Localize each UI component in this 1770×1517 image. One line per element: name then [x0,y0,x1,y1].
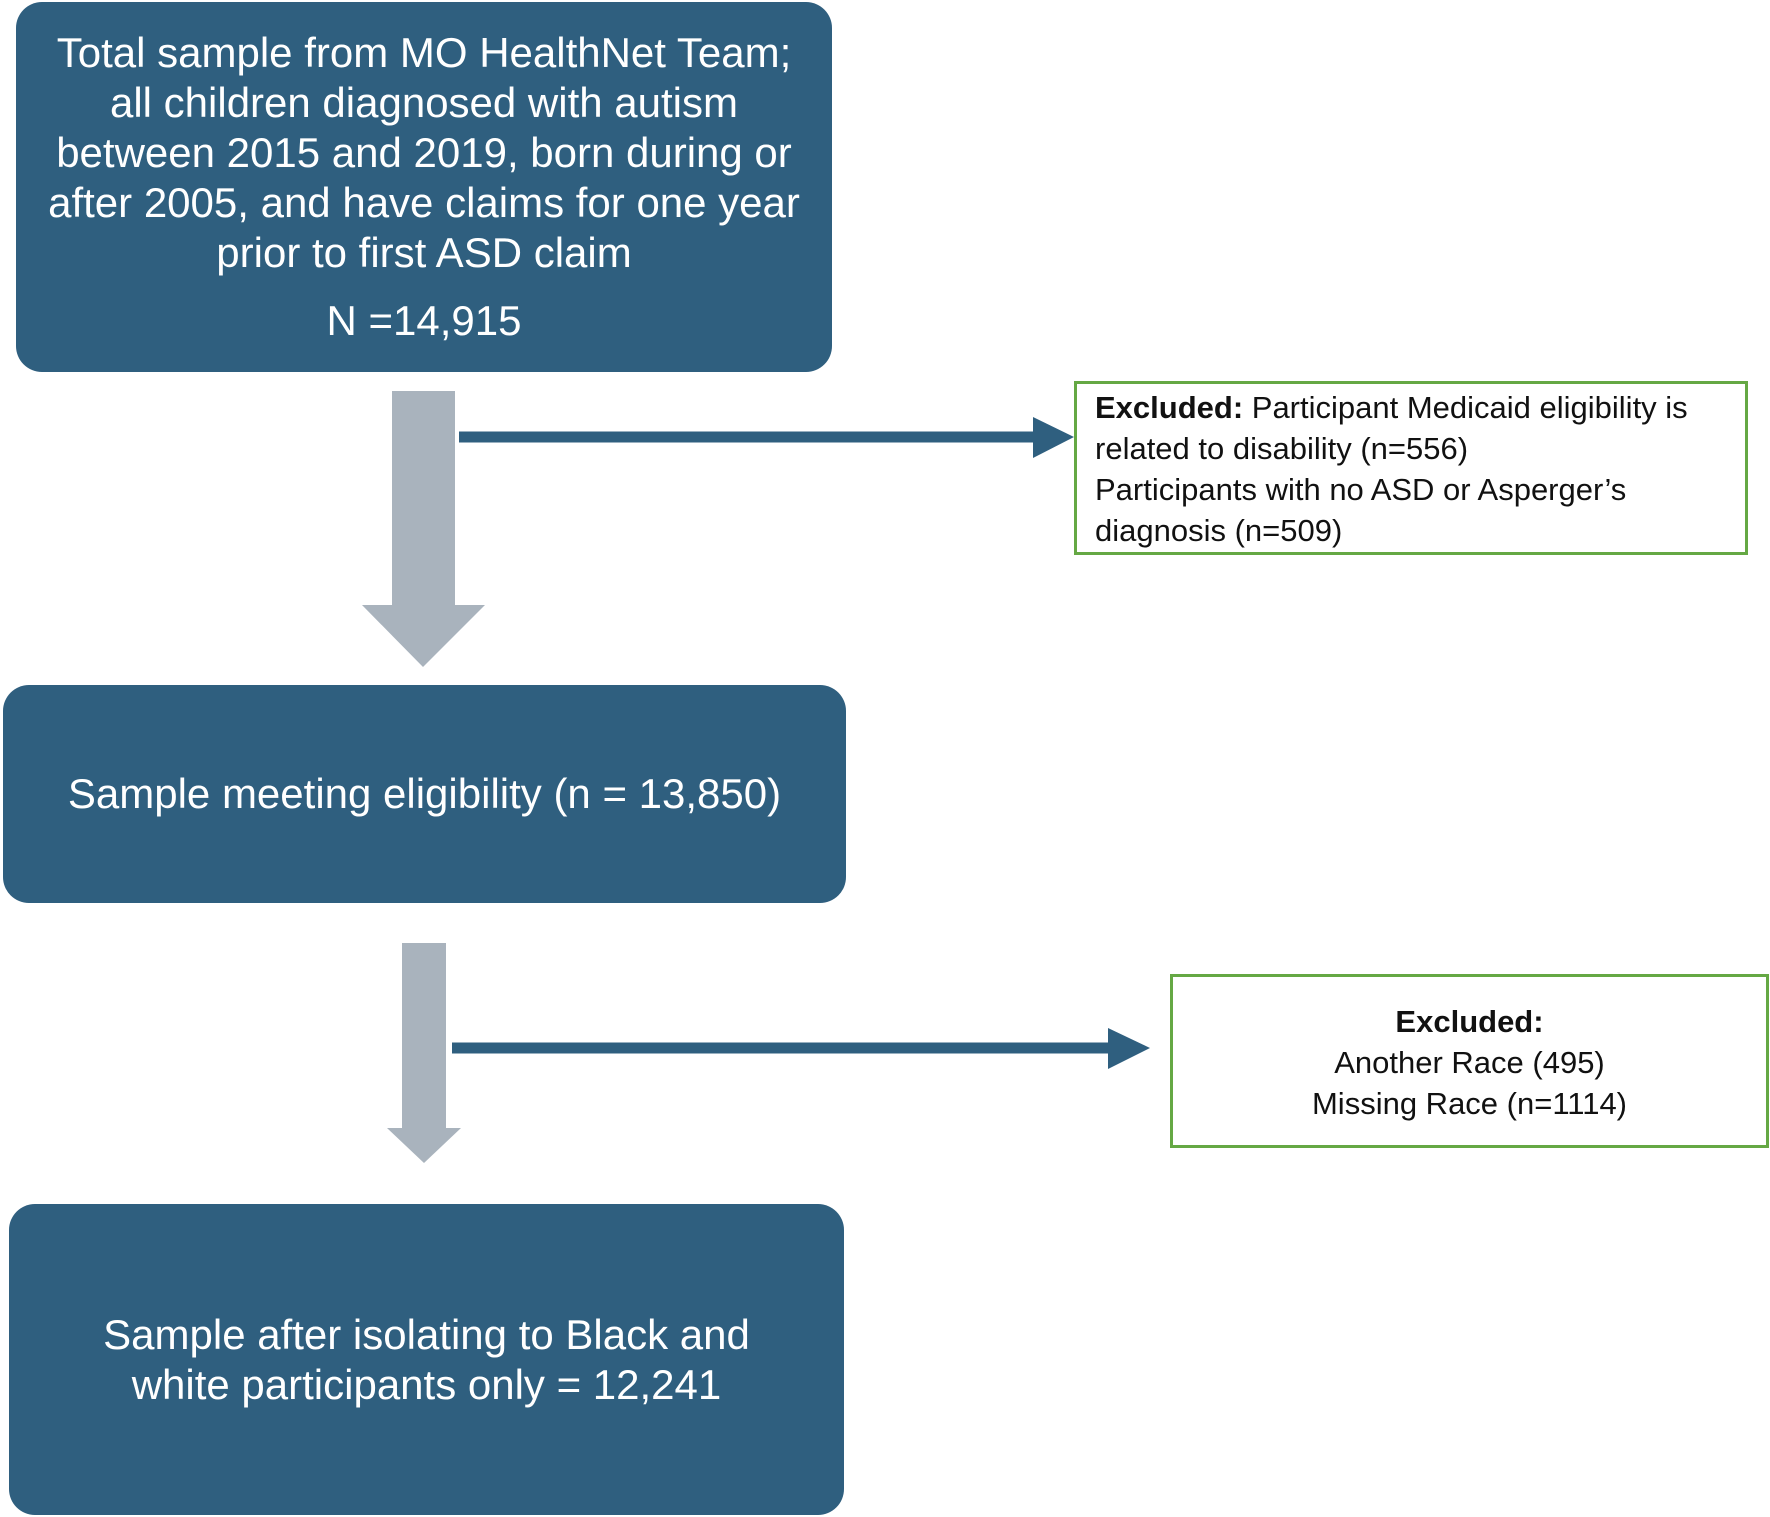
final-sample-text: Sample after isolating to Black and whit… [103,1310,750,1408]
down-arrow-1 [362,391,485,667]
exclusion-1-heading: Excluded: [1095,390,1244,425]
eligibility-sample-box: Sample meeting eligibility (n = 13,850) [3,685,846,903]
total-sample-description: Total sample from MO HealthNet Team; all… [48,29,800,276]
total-sample-count: N =14,915 [326,297,522,344]
exclusion-box-1: Excluded: Participant Medicaid eligibili… [1074,381,1748,555]
exclusion-1-first-line: Excluded: Participant Medicaid eligibili… [1095,387,1727,469]
exclusion-1-line1: Participant Medicaid eligibility is rela… [1095,390,1688,466]
exclusion-2-line2: Missing Race (n=1114) [1311,1086,1628,1121]
eligibility-sample-text: Sample meeting eligibility (n = 13,850) [67,770,782,817]
final-sample-box: Sample after isolating to Black and whit… [9,1204,844,1515]
down-arrow-2 [387,943,461,1163]
side-arrow-1-head [1033,417,1074,458]
total-sample-box: Total sample from MO HealthNet Team; all… [16,2,832,372]
exclusion-1-line2: Participants with no ASD or Asperger’s d… [1095,472,1627,548]
exclusion-box-2: Excluded: Another Race (495) Missing Rac… [1170,974,1769,1148]
side-arrow-2-head [1108,1028,1150,1069]
exclusion-2-line1: Another Race (495) [1334,1045,1605,1080]
exclusion-2-heading: Excluded: [1395,1004,1544,1039]
